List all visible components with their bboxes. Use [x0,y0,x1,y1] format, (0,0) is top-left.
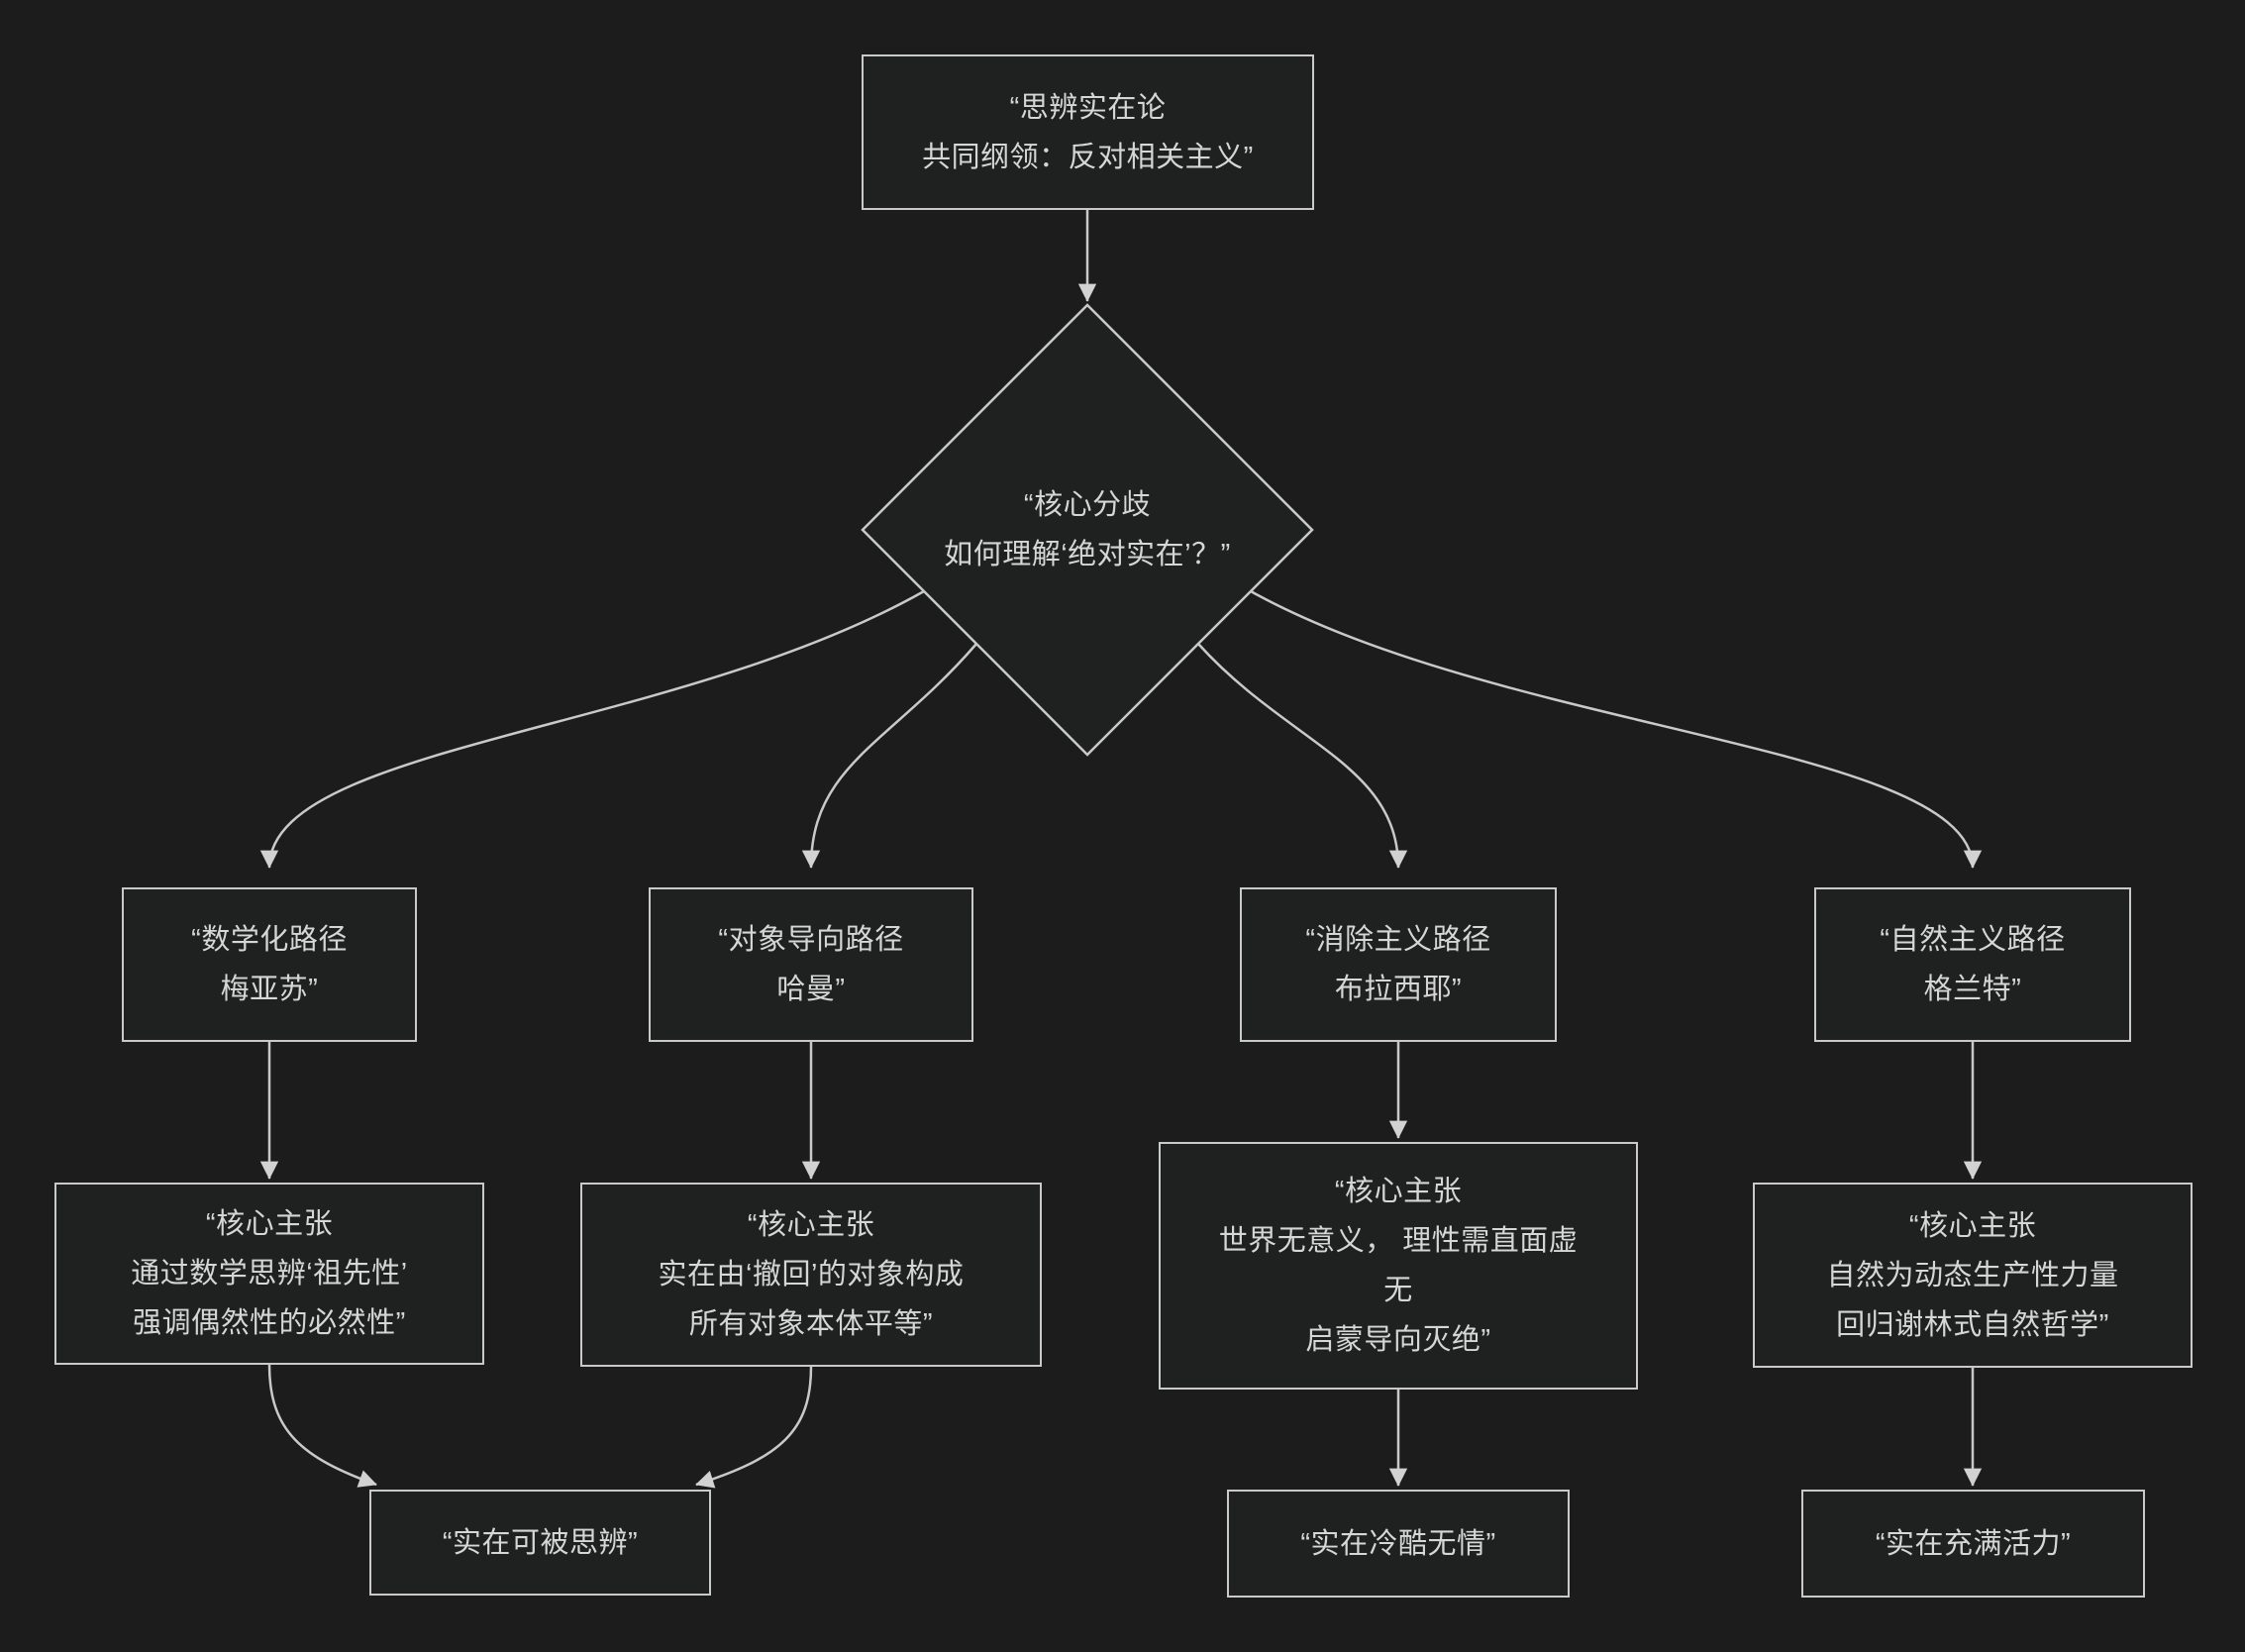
edge-question-to-path-object [801,643,977,869]
edge-question-to-path-naturalist [1250,589,1983,869]
node-path-object-label: “对象导向路径 哈曼” [718,924,904,1005]
node-result-vital: “实在充满活力” [1801,1490,2145,1598]
node-path-math-label: “数学化路径 梅亚苏” [191,924,348,1005]
node-path-math: “数学化路径 梅亚苏” [122,887,417,1042]
edge-question-to-path-math [259,589,925,869]
edge-claim-object-to-result [695,1366,813,1489]
node-question-label: “核心分歧 如何理解‘绝对实在’？” [944,489,1231,570]
node-claim-eliminative-label: “核心主张 世界无意义， 理性需直面虚 无 启蒙导向灭绝” [1218,1176,1579,1356]
node-claim-naturalist: “核心主张 自然为动态生产性力量 回归谢林式自然哲学” [1753,1183,2193,1368]
node-path-object: “对象导向路径 哈曼” [649,887,973,1042]
node-root-label: “思辨实在论 共同纲领：反对相关主义” [922,91,1254,173]
node-root: “思辨实在论 共同纲领：反对相关主义” [862,54,1314,210]
node-question-diamond: “核心分歧 如何理解‘绝对实在’？” [863,406,1312,654]
node-result-cold: “实在冷酷无情” [1227,1490,1570,1598]
node-claim-math: “核心主张 通过数学思辨‘祖先性’ 强调偶然性的必然性” [54,1183,484,1365]
node-result-speculable-label: “实在可被思辨” [442,1526,639,1559]
node-claim-object-label: “核心主张 实在由‘撤回’的对象构成 所有对象本体平等” [658,1209,965,1340]
node-claim-naturalist-label: “核心主张 自然为动态生产性力量 回归谢林式自然哲学” [1826,1209,2119,1341]
node-result-vital-label: “实在充满活力” [1875,1527,2072,1560]
node-claim-eliminative: “核心主张 世界无意义， 理性需直面虚 无 启蒙导向灭绝” [1159,1142,1638,1390]
node-path-naturalist: “自然主义路径 格兰特” [1814,887,2131,1042]
node-result-speculable: “实在可被思辨” [369,1490,711,1596]
node-result-cold-label: “实在冷酷无情” [1300,1527,1496,1560]
node-path-eliminative-label: “消除主义路径 布拉西耶” [1305,924,1491,1005]
edge-question-to-path-eliminative [1197,643,1408,869]
edge-claim-math-to-result [267,1364,377,1488]
node-claim-object: “核心主张 实在由‘撤回’的对象构成 所有对象本体平等” [580,1183,1042,1367]
decision-diamond-shape [861,303,1314,757]
node-path-naturalist-label: “自然主义路径 格兰特” [1880,924,2066,1005]
node-path-eliminative: “消除主义路径 布拉西耶” [1240,887,1557,1042]
node-claim-math-label: “核心主张 通过数学思辨‘祖先性’ 强调偶然性的必然性” [131,1208,408,1339]
